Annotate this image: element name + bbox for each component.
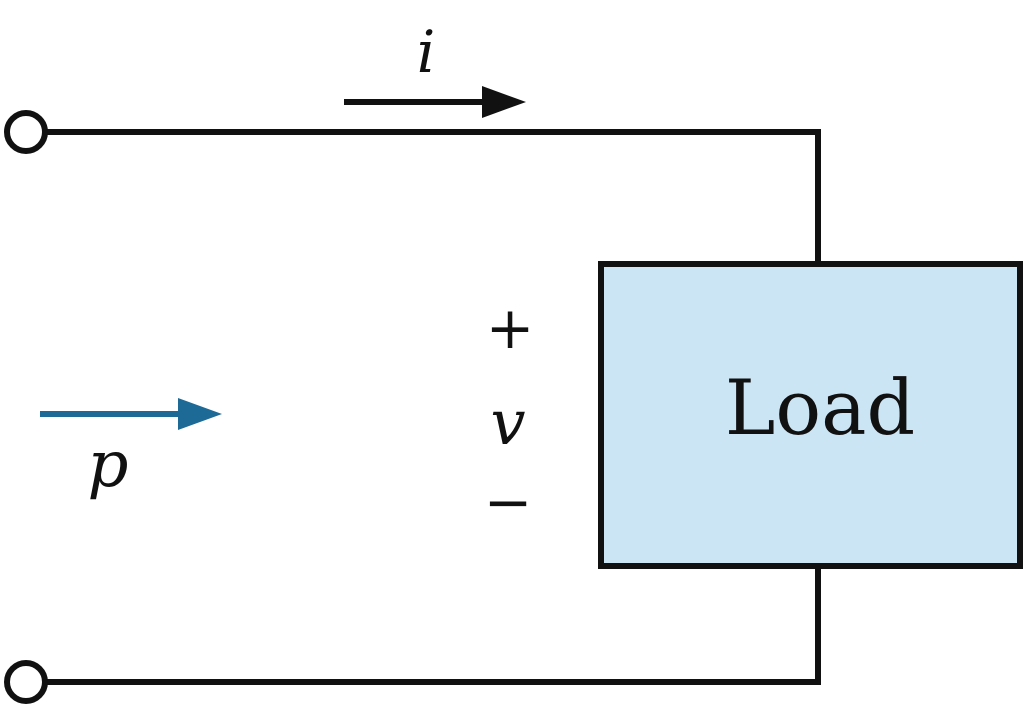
load-box[interactable] <box>598 261 1023 569</box>
polarity-minus: − <box>484 468 533 536</box>
voltage-label: v <box>490 386 525 459</box>
current-arrow <box>344 86 526 118</box>
bottom-terminal[interactable] <box>4 660 48 704</box>
load-label: Load <box>725 363 915 452</box>
polarity-plus: + <box>486 294 535 362</box>
top-terminal[interactable] <box>4 110 48 154</box>
power-arrow <box>40 398 222 430</box>
current-label: i <box>417 18 436 86</box>
power-label: p <box>88 428 129 502</box>
